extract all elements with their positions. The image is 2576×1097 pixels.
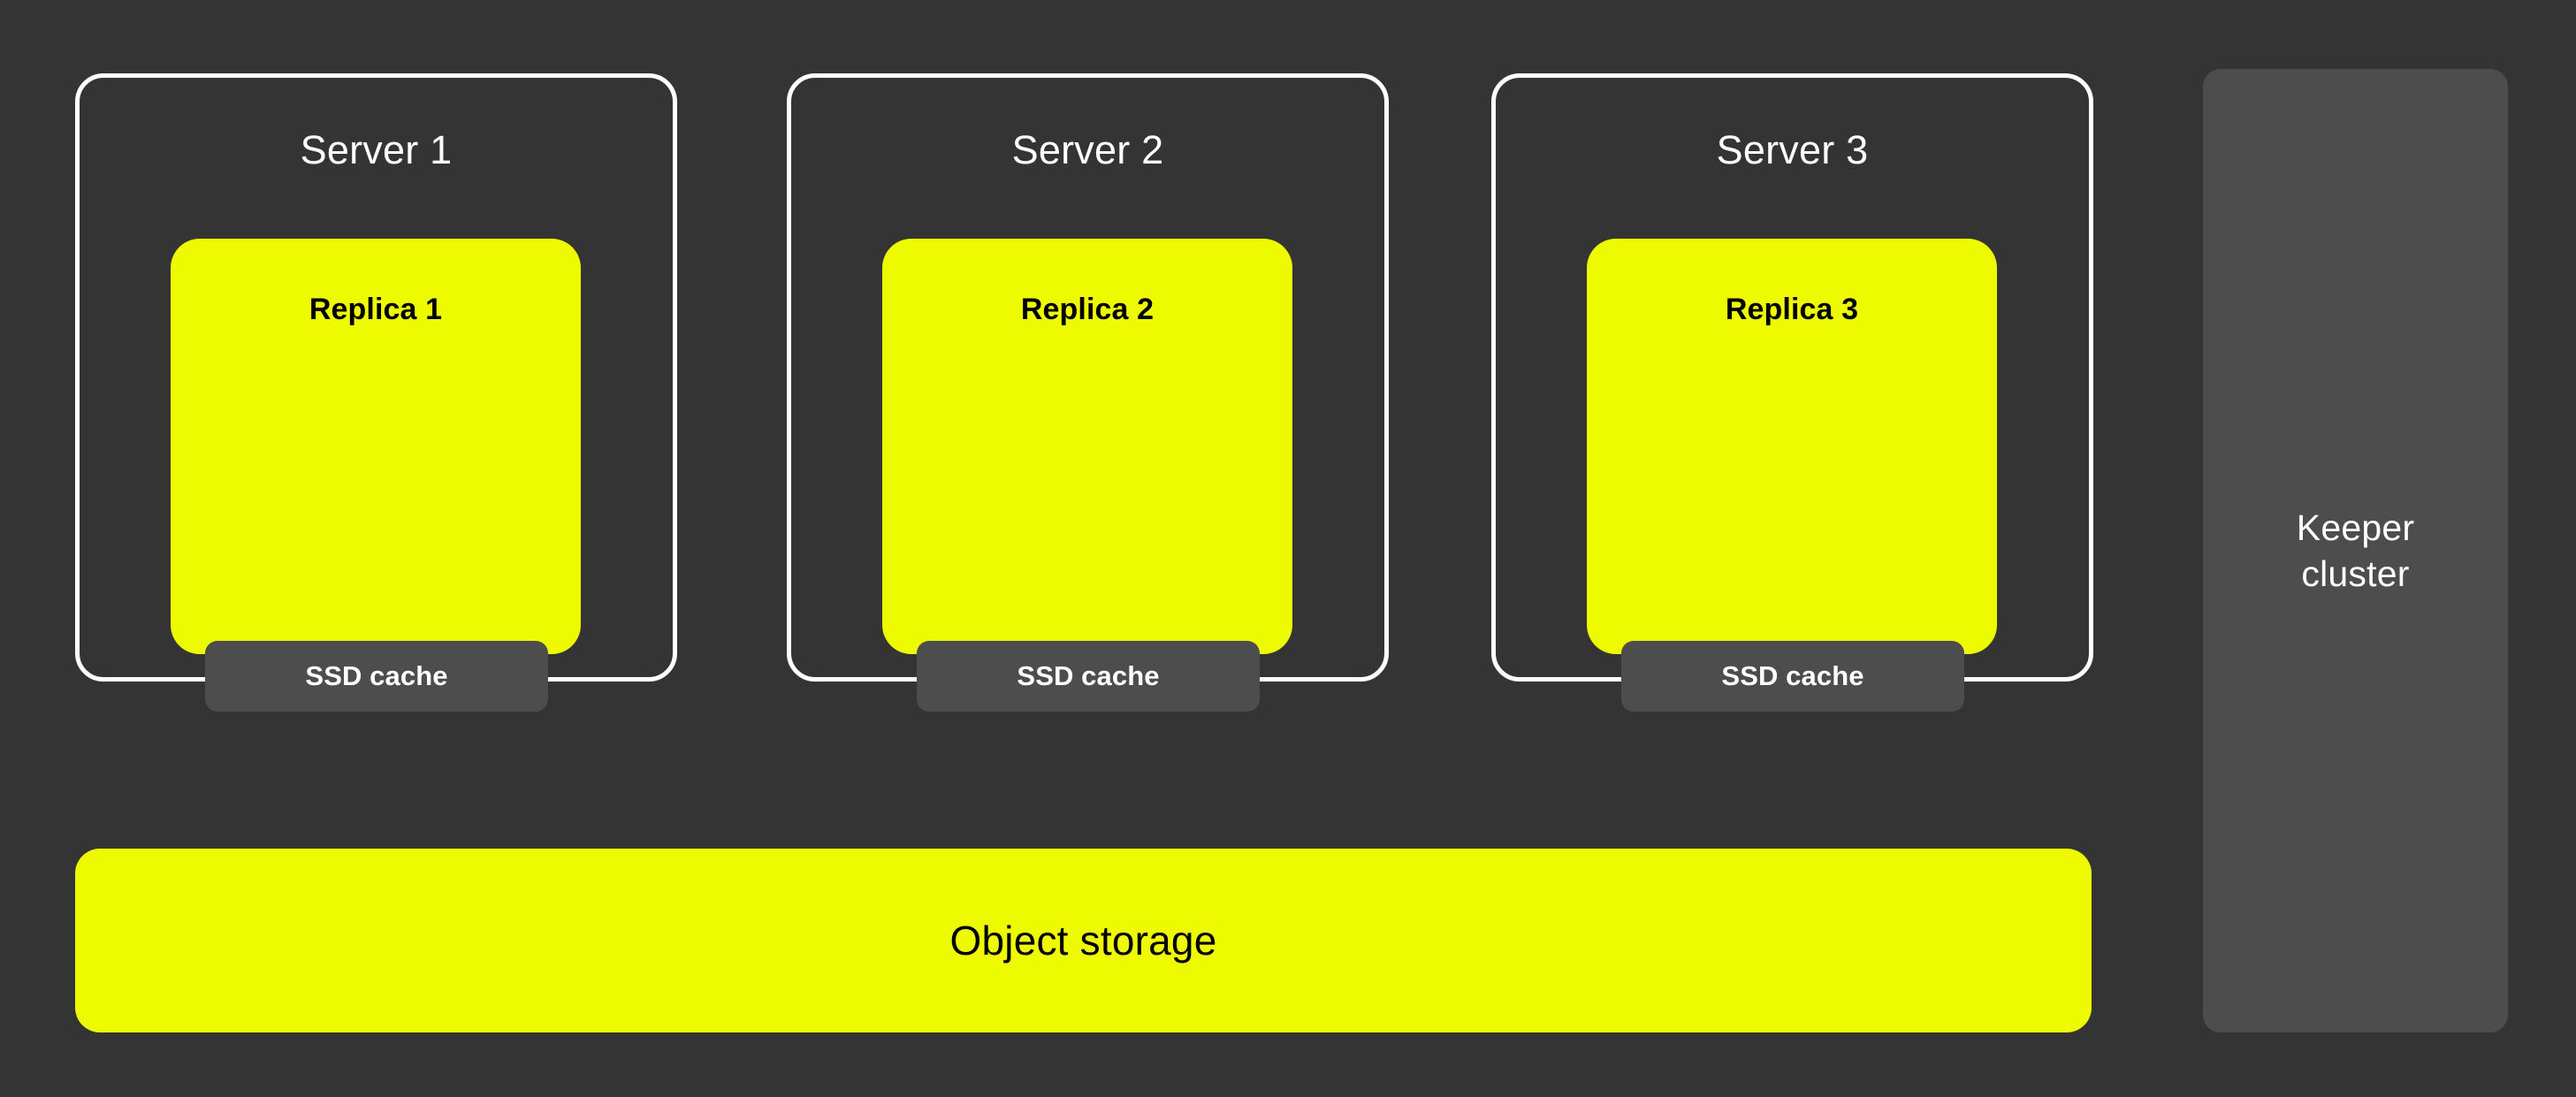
ssd-cache-box-2[interactable]: SSD cache: [917, 641, 1260, 712]
ssd-cache-label-2: SSD cache: [1017, 659, 1160, 691]
ssd-cache-box-1[interactable]: SSD cache: [205, 641, 548, 712]
replica-label-2: Replica 2: [1020, 293, 1155, 326]
server-title-1: Server 1: [300, 127, 453, 172]
ssd-cache-label-3: SSD cache: [1721, 659, 1864, 691]
replica-box-3[interactable]: Replica 3: [1587, 239, 1997, 654]
ssd-cache-box-3[interactable]: SSD cache: [1621, 641, 1964, 712]
keeper-cluster-label: Keeper cluster: [2296, 507, 2415, 594]
object-storage-label: Object storage: [949, 917, 1217, 964]
replica-box-1[interactable]: Replica 1: [171, 239, 581, 654]
object-storage-box[interactable]: Object storage: [75, 849, 2092, 1032]
replica-label-3: Replica 3: [1725, 293, 1859, 326]
server-title-2: Server 2: [1011, 127, 1164, 172]
replica-box-2[interactable]: Replica 2: [882, 239, 1292, 654]
keeper-cluster-box[interactable]: Keeper cluster: [2203, 69, 2508, 1032]
server-title-3: Server 3: [1716, 127, 1869, 172]
replica-label-1: Replica 1: [309, 293, 443, 326]
ssd-cache-label-1: SSD cache: [305, 659, 448, 691]
